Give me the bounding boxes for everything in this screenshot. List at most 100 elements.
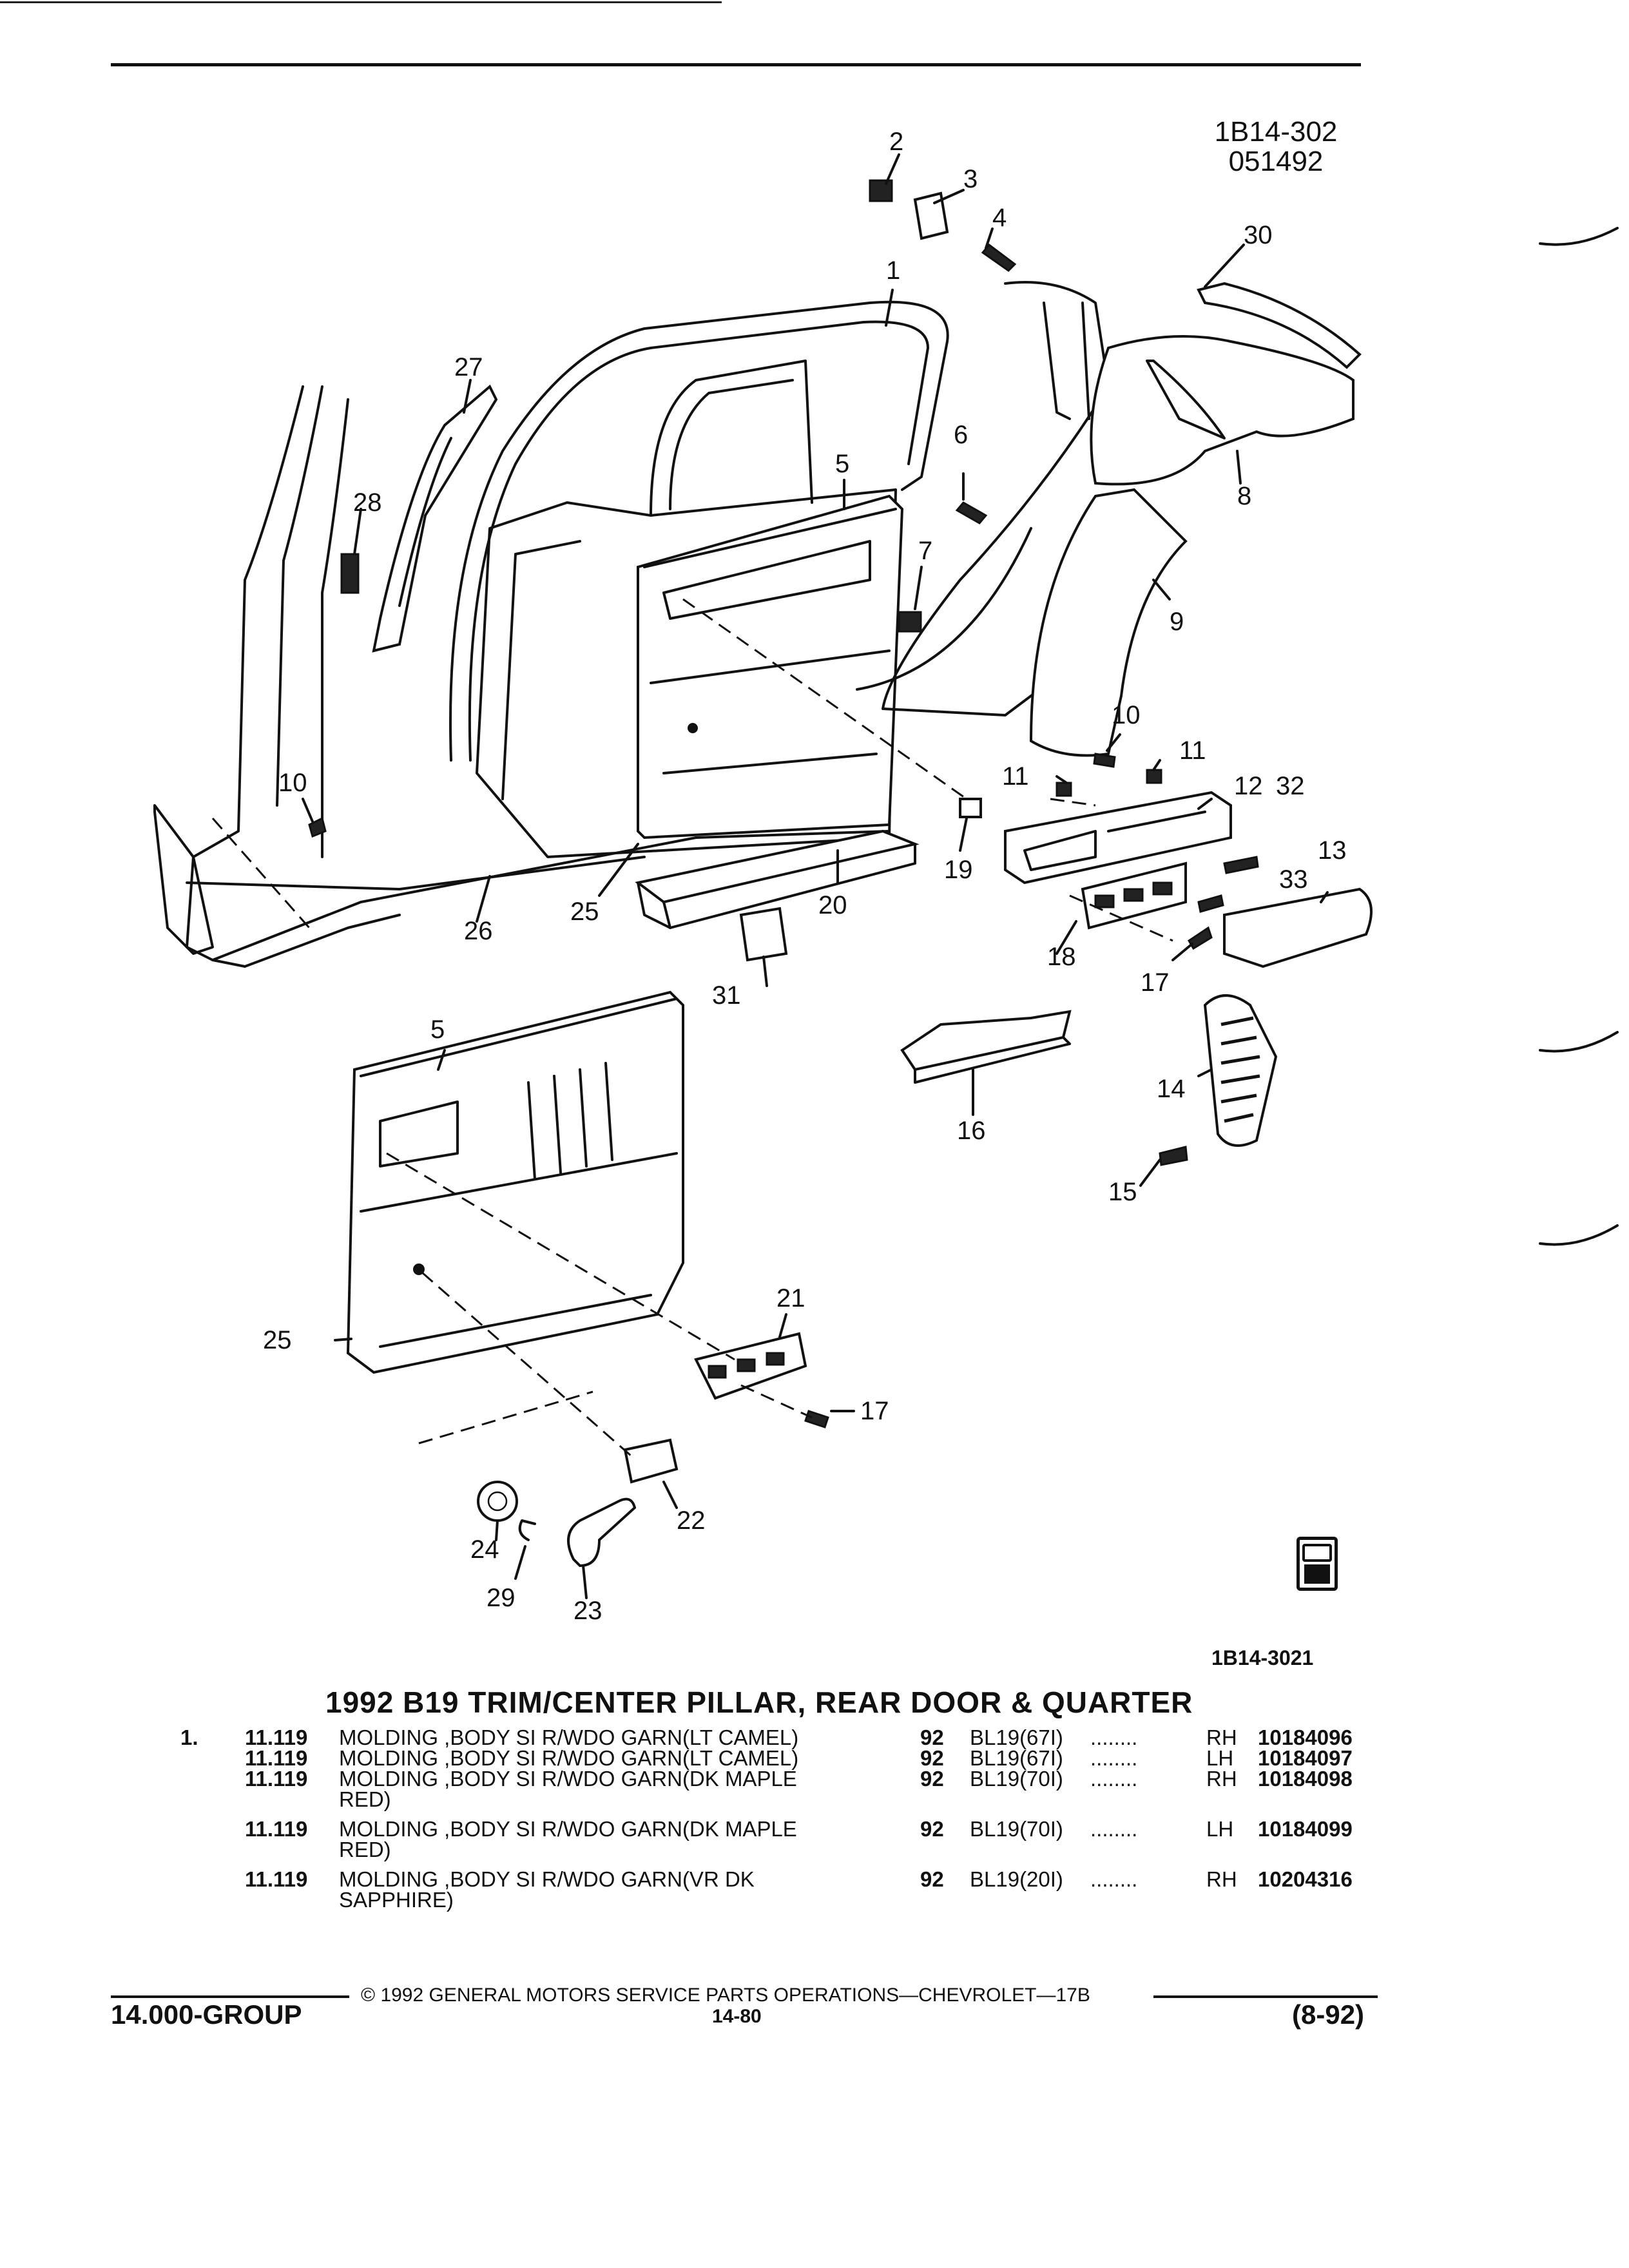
callout-5-lower: 5 [430, 1015, 445, 1044]
part-row-model: BL19(20I) [970, 1867, 1063, 1891]
garnish-molding-30 [1197, 282, 1362, 369]
escutcheon-24 [477, 1481, 518, 1522]
part-row-number: 10184097 [1258, 1746, 1353, 1770]
callout-13: 13 [1318, 836, 1347, 865]
part-row-desc-cont: RED) [339, 1838, 391, 1861]
part-row-year: 92 [920, 1725, 944, 1749]
footer-page: 14-80 [712, 2006, 762, 2027]
section-title: 1992 B19 TRIM/CENTER PILLAR, REAR DOOR &… [325, 1686, 1193, 1719]
window-handle-23 [567, 1497, 637, 1568]
callout-14: 14 [1157, 1075, 1186, 1103]
part-row-number: 10184096 [1258, 1725, 1353, 1749]
part-row-model: BL19(67I) [970, 1746, 1063, 1770]
callout-17-right: 17 [1141, 968, 1170, 997]
callout-16: 16 [957, 1117, 986, 1145]
nut-11b [1146, 769, 1162, 784]
callout-20: 20 [818, 891, 847, 919]
part-row-side: RH [1206, 1767, 1237, 1791]
scan-edge-rule [0, 1, 722, 3]
part-row-desc-cont: RED) [339, 1787, 391, 1811]
screw-33 [1197, 894, 1224, 913]
ref-date: 051492 [1228, 146, 1324, 177]
part-row-dots: ........ [1090, 1767, 1138, 1791]
part-row-1-item: 1. [180, 1725, 198, 1749]
part-row-number: 10184098 [1258, 1767, 1353, 1791]
screw-10a [1093, 753, 1116, 768]
speaker-grille-14 [1203, 994, 1278, 1147]
part-row-side: RH [1206, 1867, 1237, 1891]
callout-11-right: 11 [1179, 736, 1206, 765]
part-row-year: 92 [920, 1767, 944, 1791]
margin-marks [1539, 227, 1619, 1246]
retainer-2 [869, 179, 893, 202]
callout-10-left: 10 [278, 769, 307, 797]
part-row-group: 11.119 [245, 1725, 308, 1749]
figure-id: 1B14-3021 [1211, 1646, 1314, 1669]
part-row-desc: MOLDING ,BODY SI R/WDO GARN(LT CAMEL) [339, 1725, 799, 1749]
callout-29: 29 [487, 1584, 516, 1612]
screw-4 [981, 243, 1017, 272]
part-row-year: 92 [920, 1746, 944, 1770]
part-row-number: 10184099 [1258, 1817, 1353, 1841]
callout-5-upper: 5 [835, 450, 850, 478]
footer-date: (8-92) [1292, 1999, 1365, 2030]
retainer-19 [959, 798, 982, 818]
part-row-group: 11.119 [245, 1867, 308, 1891]
part-row-model: BL19(70I) [970, 1817, 1063, 1841]
nut-11a [1055, 782, 1072, 797]
callout-27: 27 [454, 353, 483, 381]
callout-8: 8 [1237, 482, 1252, 510]
callout-18: 18 [1047, 943, 1076, 971]
callout-25-lower: 25 [263, 1326, 292, 1354]
part-row-desc: MOLDING ,BODY SI R/WDO GARN(LT CAMEL) [339, 1746, 799, 1770]
clip-29 [518, 1519, 536, 1541]
center-pillar-body [153, 385, 891, 968]
gm-spo-logo [1296, 1537, 1338, 1591]
part-row-side: RH [1206, 1725, 1237, 1749]
window-garnish-molding-1 [449, 300, 949, 762]
callout-3: 3 [963, 165, 978, 193]
callout-12: 12 [1234, 772, 1263, 800]
part-row-number: 10204316 [1258, 1867, 1353, 1891]
screw-17b [804, 1410, 829, 1428]
bracket-3 [913, 191, 949, 240]
footer-rule-right [1153, 1995, 1378, 1998]
retainer-7 [898, 611, 922, 633]
screw-17a [1187, 926, 1213, 950]
rear-door-trim-panel-lower [346, 990, 684, 1374]
armrest-pad-13 [1223, 887, 1373, 968]
callout-21: 21 [776, 1284, 805, 1312]
pillar-trim-27 [372, 384, 498, 653]
callout-10-right: 10 [1112, 701, 1141, 729]
screw-6 [955, 501, 988, 524]
screw-15 [1159, 1146, 1188, 1166]
part-row-desc-cont: SAPPHIRE) [339, 1888, 454, 1912]
callout-4: 4 [992, 204, 1007, 232]
callout-22: 22 [677, 1506, 706, 1535]
bracket-16 [900, 1010, 1072, 1072]
callout-30: 30 [1244, 221, 1273, 249]
callout-11-left: 11 [1002, 762, 1029, 791]
callout-7: 7 [918, 537, 933, 565]
part-row-group: 11.119 [245, 1817, 308, 1841]
rear-door-trim-panel-upper [637, 494, 904, 840]
part-row-dots: ........ [1090, 1725, 1138, 1749]
callout-26: 26 [464, 917, 493, 945]
callout-19: 19 [944, 856, 973, 884]
callout-33: 33 [1279, 865, 1308, 894]
part-row-desc: MOLDING ,BODY SI R/WDO GARN(DK MAPLE [339, 1767, 797, 1791]
callout-2: 2 [889, 128, 904, 156]
part-row-dots: ........ [1090, 1867, 1138, 1891]
wheelhouse-trim-9 [1029, 488, 1188, 757]
callout-23: 23 [574, 1597, 602, 1625]
part-row-desc: MOLDING ,BODY SI R/WDO GARN(VR DK [339, 1867, 755, 1891]
clip-28 [340, 553, 360, 594]
callout-24: 24 [470, 1535, 499, 1564]
part-row-year: 92 [920, 1867, 944, 1891]
callout-1: 1 [886, 256, 901, 285]
exploded-parts-diagram [153, 153, 1373, 1599]
quarter-trim-8 [1090, 335, 1354, 486]
footer-group: 14.000-GROUP [111, 1999, 302, 2030]
callout-28: 28 [353, 488, 382, 517]
part-row-group: 11.119 [245, 1746, 308, 1770]
